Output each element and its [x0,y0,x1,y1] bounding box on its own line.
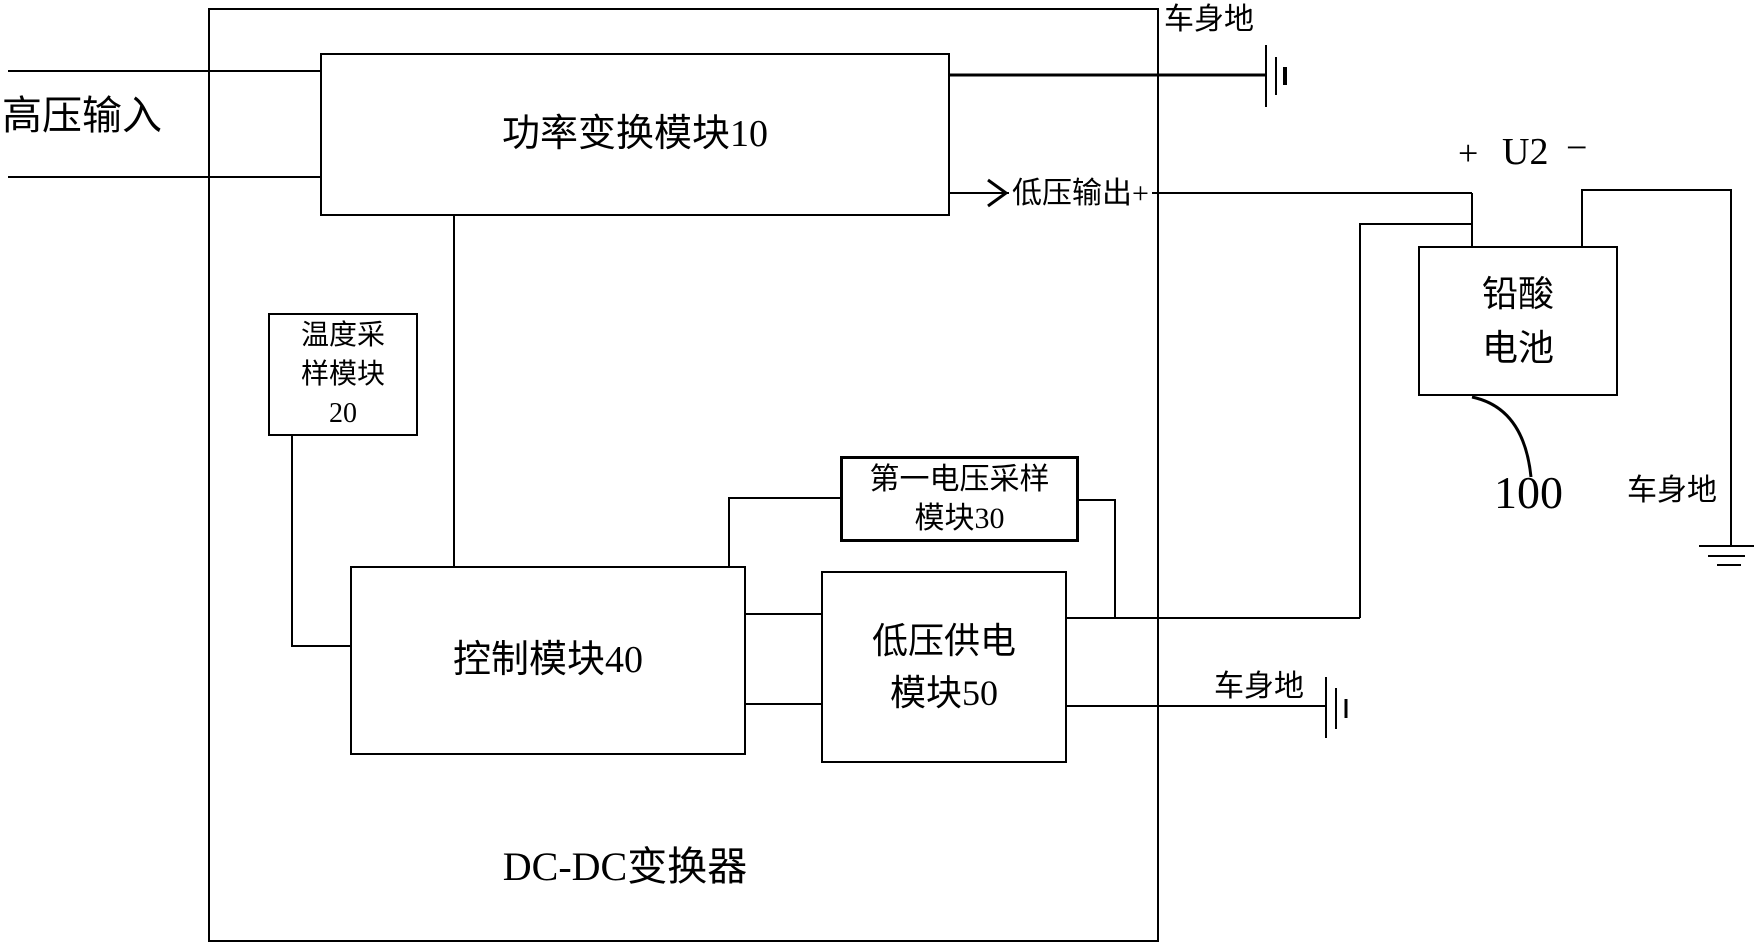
battery-ref-label: 100 [1494,467,1563,518]
control-voltage-wire [728,497,840,566]
block-control-label: 控制模块40 [452,639,643,682]
ground-right-label: 车身地 [1627,474,1717,507]
supply-battery-wire [1067,193,1473,619]
converter-outline [208,8,1159,942]
block-power-module: 功率变换模块10 [320,53,950,216]
block-voltage-line2: 模块30 [914,502,1005,535]
block-power-label: 功率变换模块10 [501,113,768,156]
ground-icon-mid [1325,677,1348,738]
block-voltage-line1: 第一电压采样 [869,463,1050,496]
block-battery-line1: 铅酸 [1481,274,1554,314]
block-supply-module: 低压供电 模块50 [821,571,1067,763]
ground-icon-top [1265,45,1287,107]
hv-input-label: 高压输入 [2,93,162,138]
block-battery: 铅酸 电池 [1418,246,1618,396]
hv-input-wires [8,70,320,178]
voltage-tap-wire [1079,499,1116,618]
block-supply-line2: 模块50 [889,673,998,713]
block-control-module: 控制模块40 [350,566,746,755]
battery-ground-wire [1581,189,1732,546]
ground-top-label: 车身地 [1164,3,1254,36]
battery-plus-label: + [1458,133,1479,173]
block-battery-line2: 电池 [1481,328,1554,368]
converter-label: DC-DC变换器 [502,844,748,889]
block-temp-line3: 20 [329,398,357,430]
block-voltage-module: 第一电压采样 模块30 [840,456,1079,542]
battery-ref-leader [1471,395,1533,478]
battery-minus-label: − [1566,127,1588,169]
control-supply-wires [746,613,821,705]
ground-mid-label: 车身地 [1214,670,1304,703]
temp-control-wire [291,436,350,647]
battery-voltage-label: U2 [1502,131,1549,173]
block-supply-line1: 低压供电 [871,620,1016,661]
block-temp-module: 温度采 样模块 20 [268,313,418,436]
block-temp-line1: 温度采 [300,319,385,351]
output-arrow-icon [987,178,1009,208]
ground-icon-right [1699,545,1754,566]
lv-output-label: 低压输出+ [1009,176,1152,211]
block-temp-line2: 样模块 [300,358,385,390]
